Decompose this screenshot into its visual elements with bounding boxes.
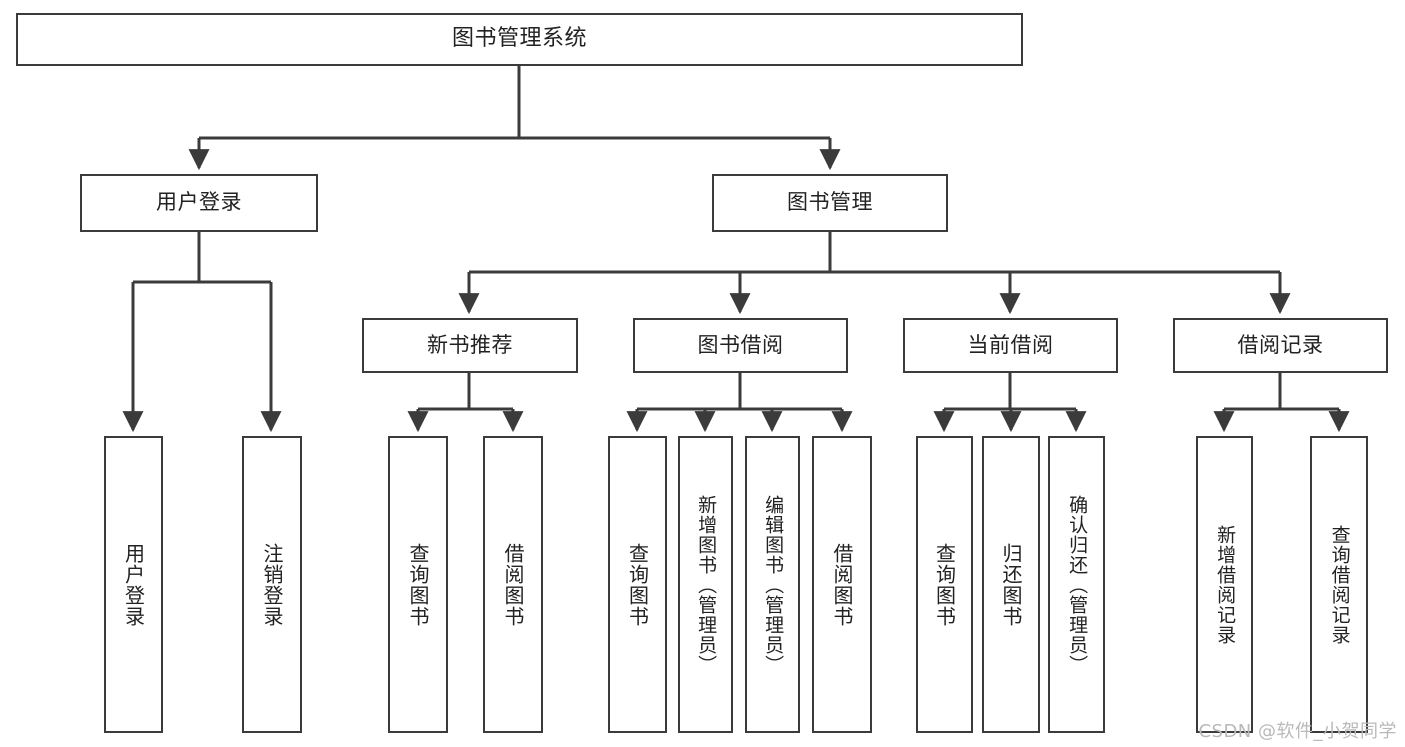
node-leaf-query-book-3[interactable]: 查询图书 bbox=[916, 436, 973, 733]
node-book-manage[interactable]: 图书管理 bbox=[712, 174, 948, 232]
node-leaf-user-login-label: 用户登录 bbox=[121, 542, 146, 627]
node-new-book-recommend-label: 新书推荐 bbox=[427, 332, 513, 357]
node-leaf-query-record-label: 查询借阅记录 bbox=[1328, 524, 1351, 645]
node-leaf-return-book-label: 归还图书 bbox=[999, 542, 1023, 627]
node-leaf-query-book-1-label: 查询图书 bbox=[406, 542, 430, 627]
node-leaf-confirm-return-label: 确认归还（管理员） bbox=[1066, 494, 1089, 675]
node-current-borrow-label: 当前借阅 bbox=[967, 332, 1054, 357]
node-root[interactable]: 图书管理系统 bbox=[16, 13, 1023, 66]
node-borrow-record[interactable]: 借阅记录 bbox=[1173, 318, 1388, 373]
node-book-manage-label: 图书管理 bbox=[787, 190, 873, 215]
node-leaf-add-book-label: 新增图书（管理员） bbox=[695, 494, 718, 675]
node-leaf-return-book[interactable]: 归还图书 bbox=[982, 436, 1040, 733]
node-user-login-label: 用户登录 bbox=[156, 190, 242, 215]
node-leaf-logout-label: 注销登录 bbox=[260, 542, 284, 627]
node-leaf-add-record-label: 新增借阅记录 bbox=[1214, 524, 1237, 645]
node-borrow-record-label: 借阅记录 bbox=[1237, 332, 1324, 357]
node-leaf-edit-book[interactable]: 编辑图书（管理员） bbox=[745, 436, 800, 733]
node-leaf-logout[interactable]: 注销登录 bbox=[242, 436, 302, 733]
node-leaf-add-record[interactable]: 新增借阅记录 bbox=[1196, 436, 1253, 733]
node-leaf-add-book[interactable]: 新增图书（管理员） bbox=[678, 436, 733, 733]
node-book-borrow[interactable]: 图书借阅 bbox=[633, 318, 848, 373]
node-leaf-query-record[interactable]: 查询借阅记录 bbox=[1310, 436, 1368, 733]
node-leaf-borrow-book-2[interactable]: 借阅图书 bbox=[812, 436, 872, 733]
node-leaf-query-book-2[interactable]: 查询图书 bbox=[608, 436, 667, 733]
node-book-borrow-label: 图书借阅 bbox=[697, 332, 784, 357]
node-leaf-confirm-return[interactable]: 确认归还（管理员） bbox=[1048, 436, 1105, 733]
node-root-label: 图书管理系统 bbox=[451, 26, 587, 52]
csdn-watermark: CSDN @软件_小贺同学 bbox=[1198, 721, 1397, 742]
node-current-borrow[interactable]: 当前借阅 bbox=[903, 318, 1118, 373]
node-new-book-recommend[interactable]: 新书推荐 bbox=[362, 318, 578, 373]
node-leaf-query-book-3-label: 查询图书 bbox=[932, 542, 957, 627]
node-leaf-query-book-1[interactable]: 查询图书 bbox=[388, 436, 448, 733]
node-user-login[interactable]: 用户登录 bbox=[80, 174, 318, 232]
node-leaf-borrow-book-1[interactable]: 借阅图书 bbox=[483, 436, 543, 733]
node-leaf-borrow-book-1-label: 借阅图书 bbox=[501, 542, 525, 627]
node-leaf-query-book-2-label: 查询图书 bbox=[625, 542, 650, 627]
node-leaf-user-login[interactable]: 用户登录 bbox=[104, 436, 163, 733]
node-leaf-edit-book-label: 编辑图书（管理员） bbox=[762, 494, 785, 675]
node-leaf-borrow-book-2-label: 借阅图书 bbox=[830, 542, 854, 627]
